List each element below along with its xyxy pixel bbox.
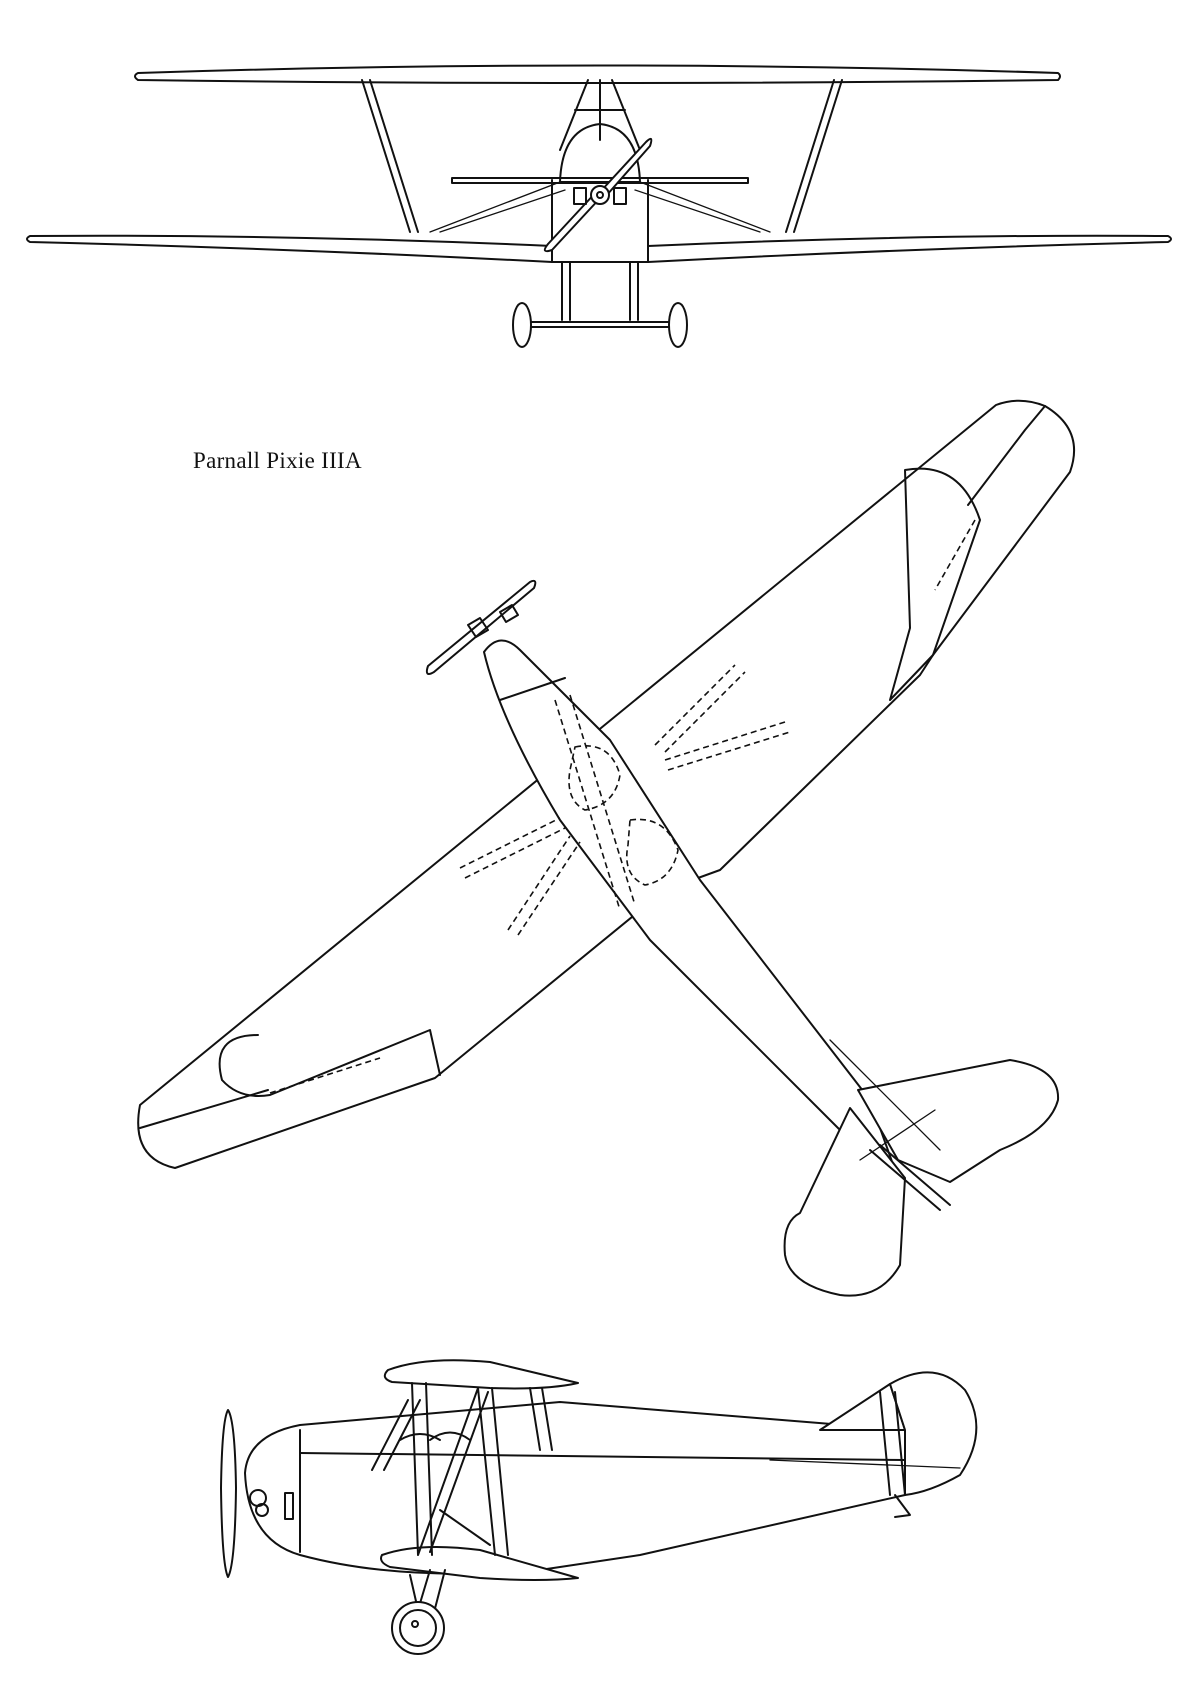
tail-hinge-plan (829, 1039, 941, 1161)
fuselage-stringer (299, 1452, 906, 1461)
upper-wing-side (383, 1359, 579, 1390)
engine-plan (467, 604, 519, 638)
exhaust-side (284, 1492, 294, 1520)
propeller-side (220, 1409, 237, 1578)
spinner-front (590, 185, 610, 205)
front-view (26, 64, 1172, 348)
interplane-struts-side (371, 1382, 509, 1556)
fuselage-plan (483, 639, 896, 1171)
engine-side-2 (255, 1503, 269, 1517)
undercarriage-legs-front (561, 261, 639, 321)
prop-hub (596, 191, 604, 199)
aileron-left (218, 1029, 441, 1097)
fuselage-front (551, 179, 649, 263)
propeller-plan (425, 579, 537, 675)
lower-wing-left-front (26, 234, 553, 263)
lower-wing-right-front (647, 234, 1172, 263)
aircraft-caption: Parnall Pixie IIIA (193, 448, 362, 473)
axle-front (529, 321, 671, 328)
tailplane-plan (857, 1059, 1060, 1183)
tailplane-side (769, 1459, 961, 1469)
tailskid-side (894, 1494, 911, 1518)
engine-cylinders-front (573, 187, 627, 205)
tailplane-front (451, 177, 749, 184)
aileron-right (889, 467, 981, 701)
wheel-hub-side (399, 1609, 437, 1647)
interplane-strut-left (361, 79, 419, 233)
interplane-strut-right (785, 79, 843, 233)
rudder-hinge (879, 1391, 906, 1496)
axle-side (411, 1620, 419, 1628)
bracing-wires-front (429, 181, 771, 233)
wing-tip-left (139, 1089, 269, 1129)
plan-view (137, 399, 1076, 1297)
strut-outline-lower (459, 817, 581, 936)
side-view (220, 1359, 978, 1655)
centre-section-lines (554, 694, 636, 911)
cabane-side (529, 1387, 553, 1451)
rudder-side (889, 1371, 978, 1496)
propeller-front (543, 189, 603, 253)
wheel-right-front (668, 302, 688, 348)
aileron-hinge-right (934, 519, 976, 591)
upper-wing-front (134, 64, 1061, 84)
wing-tip-right (967, 405, 1046, 506)
fuselage-side (244, 1401, 906, 1575)
propeller-blade-upper (599, 137, 653, 197)
rudder-plan (869, 1144, 951, 1211)
wheel-left-front (512, 302, 532, 348)
cockpit-side (399, 1431, 471, 1441)
cowl-line-plan (499, 677, 566, 701)
cabane-struts (559, 79, 641, 151)
